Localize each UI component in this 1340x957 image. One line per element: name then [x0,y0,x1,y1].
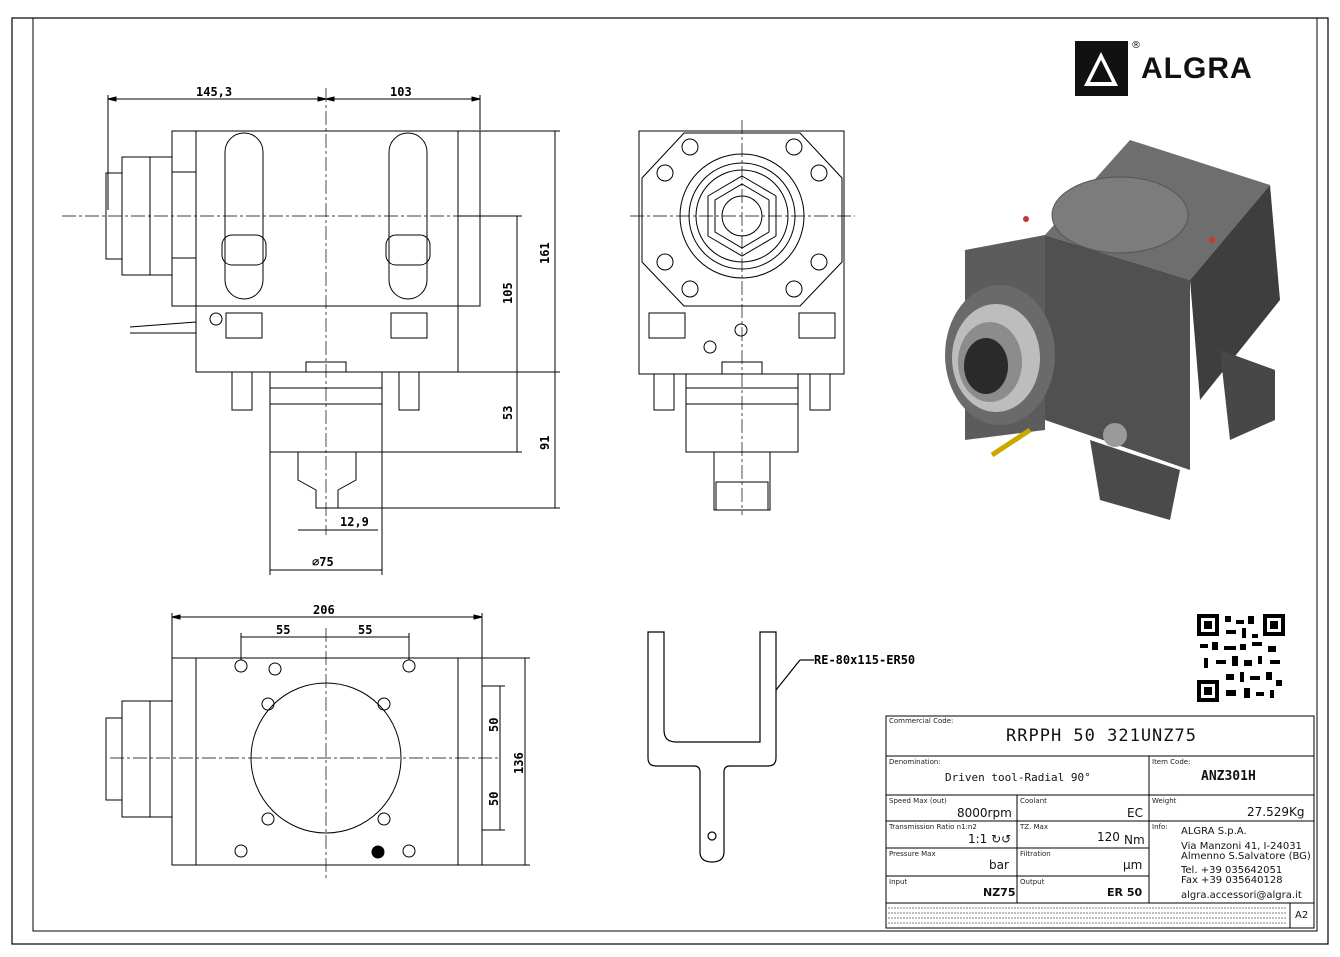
title-block-grid [885,715,1315,929]
output-value: ER 50 [1107,886,1143,899]
front-view [62,88,560,575]
torque-label: TZ. Max [1020,823,1048,831]
torque-value: 120 [1097,830,1120,844]
denomination: Driven tool-Radial 90° [945,771,1091,784]
dim-161: 161 [538,242,552,264]
input-value: NZ75 [983,886,1016,899]
commercial-code-label: Commercial Code: [889,717,954,725]
top-view [105,613,530,880]
denomination-label: Denomination: [889,758,941,766]
dim-91: 91 [538,436,552,450]
speed-value: 8000rpm [957,806,1012,820]
output-label: Output [1020,878,1045,886]
address-line-1: Via Manzoni 41, I-24031 [1181,841,1302,852]
wrench-callout: RE-80x115-ER50 [814,653,915,667]
dim-50-top: 50 [487,718,501,732]
filtration-value: μm [1123,858,1143,872]
pressure-value: bar [989,858,1009,872]
pressure-label: Pressure Max [889,850,936,858]
ratio-value: 1:1 ↻↺ [968,832,1012,846]
sheet-size: A2 [1295,910,1309,921]
email-link[interactable]: algra.accessori@algra.it [1181,890,1302,901]
algra-logo [1075,41,1128,96]
registered-mark: ® [1131,40,1141,51]
dim-145-3: 145,3 [196,85,232,99]
telephone: Tel. +39 035642051 [1181,865,1283,876]
dim-206: 206 [313,603,335,617]
ratio-label: Transmission Ratio n1:n2 [889,823,977,831]
product-render [945,140,1280,520]
torque-unit: Nm [1124,833,1145,847]
dim-diameter-75: ∅75 [312,555,334,569]
dim-12-9: 12,9 [340,515,369,529]
coolant-label: Coolant [1020,797,1047,805]
dim-55-left: 55 [276,623,290,637]
inner-border [32,17,1318,932]
item-code-label: Item Code: [1152,758,1191,766]
dim-105: 105 [501,282,515,304]
info-label: Info: [1152,823,1168,831]
dim-53: 53 [501,406,515,420]
input-label: Input [889,878,908,886]
side-view [630,120,855,515]
weight-label: Weight [1152,797,1177,805]
brand-name: ALGRA [1141,52,1253,85]
coolant-value: EC [1127,806,1143,820]
wrench-view [647,631,814,863]
dim-55-right: 55 [358,623,372,637]
address-line-2: Almenno S.Salvatore (BG) [1181,851,1311,862]
qr-code [1197,614,1285,702]
dim-103: 103 [390,85,412,99]
commercial-code: RRPPH 50 321UNZ75 [1006,726,1197,746]
weight-value: 27.529Kg [1247,805,1305,819]
item-code: ANZ301H [1201,769,1256,784]
dim-50-bottom: 50 [487,792,501,806]
speed-label: Speed Max (out) [889,797,947,805]
fax: Fax +39 035640128 [1181,875,1283,886]
company-name: ALGRA S.p.A. [1181,826,1247,837]
dim-136: 136 [512,752,526,774]
filtration-label: Filtration [1020,850,1051,858]
